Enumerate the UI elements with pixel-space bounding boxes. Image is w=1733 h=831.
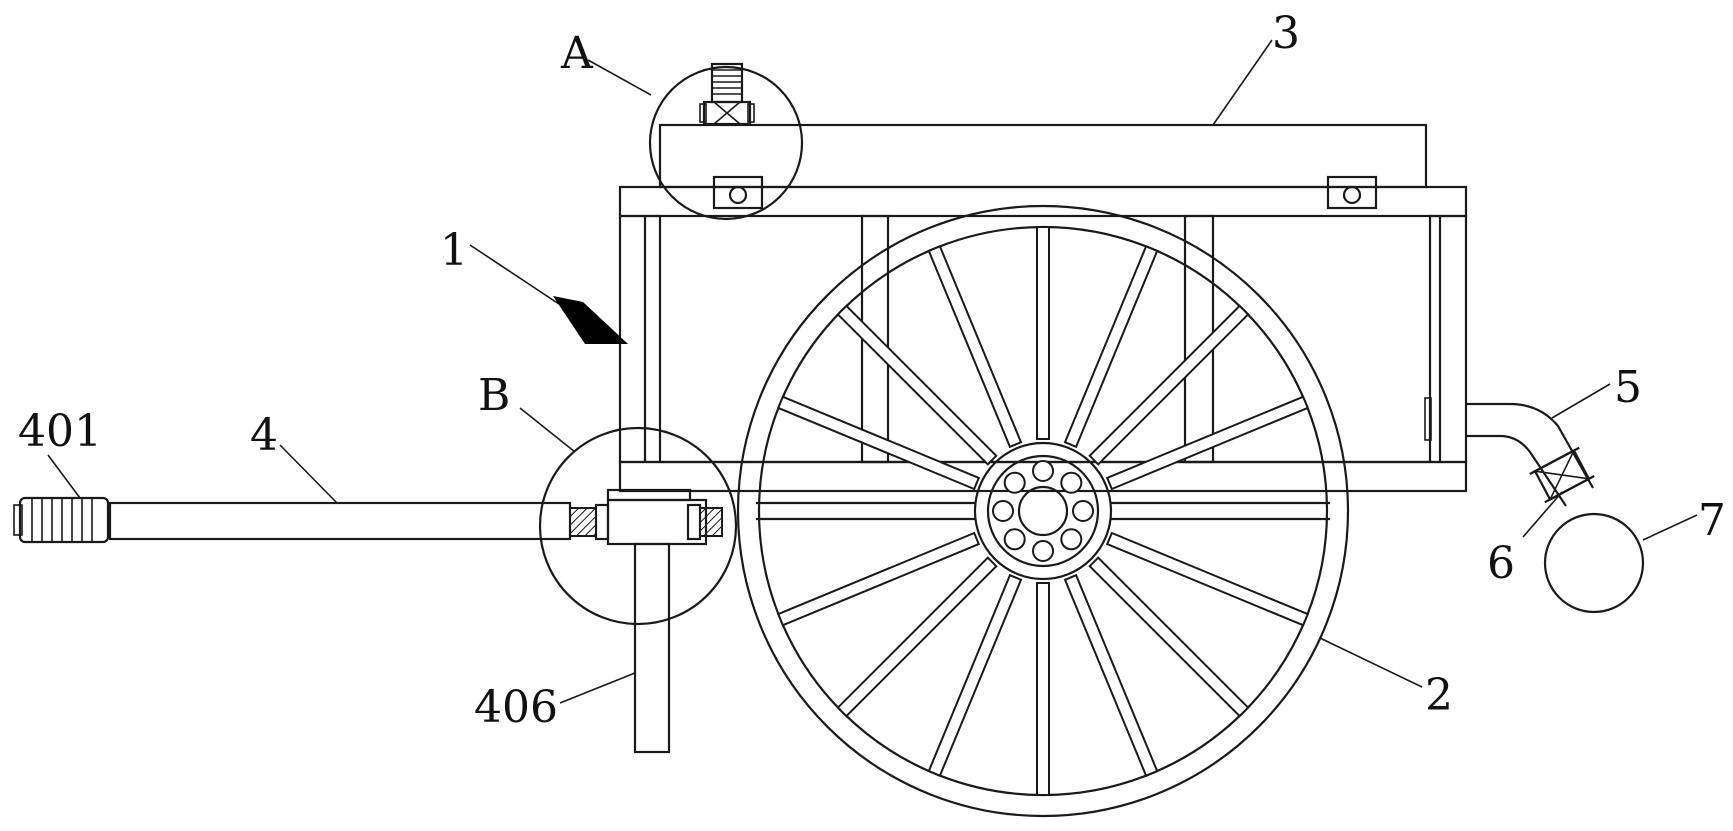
- label-2: 2: [1425, 670, 1453, 721]
- label-6: 6: [1487, 538, 1515, 589]
- label-5: 5: [1614, 362, 1642, 413]
- bearing-ball: [1005, 473, 1025, 493]
- handle-clamp: [608, 500, 706, 544]
- part-labels: A 3 1 B 401 4 406 2 5 6 7: [18, 8, 1726, 733]
- filler-cap: [700, 64, 754, 124]
- wheel: [738, 206, 1348, 816]
- label-1: 1: [440, 225, 468, 276]
- label-401: 401: [18, 406, 102, 457]
- bearing-ball: [1061, 473, 1081, 493]
- spoke: [1037, 227, 1049, 439]
- bearing-ball: [1033, 461, 1053, 481]
- arrow-1-head: [553, 296, 628, 344]
- detail-circle-a: [650, 67, 802, 219]
- spoke: [1037, 583, 1049, 795]
- bearing-ball: [1061, 529, 1081, 549]
- support-leg: [635, 544, 669, 752]
- handle-bar: [14, 490, 722, 544]
- label-3: 3: [1272, 8, 1300, 59]
- label-4: 4: [250, 410, 278, 461]
- tank-lid: [660, 125, 1426, 187]
- handle-grip: [20, 498, 108, 542]
- bearing-balls: [993, 461, 1093, 561]
- bearing-ball: [993, 501, 1013, 521]
- bearing-ball: [1005, 529, 1025, 549]
- label-406: 406: [474, 682, 558, 733]
- wheel-spokes: [778, 227, 1307, 795]
- label-b: B: [478, 370, 510, 421]
- label-a: A: [560, 28, 594, 79]
- leader-lines: [48, 40, 1697, 703]
- nozzle: [1545, 514, 1643, 612]
- bearing-ball: [1033, 541, 1053, 561]
- bearing-ball: [1073, 501, 1093, 521]
- label-7: 7: [1698, 495, 1726, 546]
